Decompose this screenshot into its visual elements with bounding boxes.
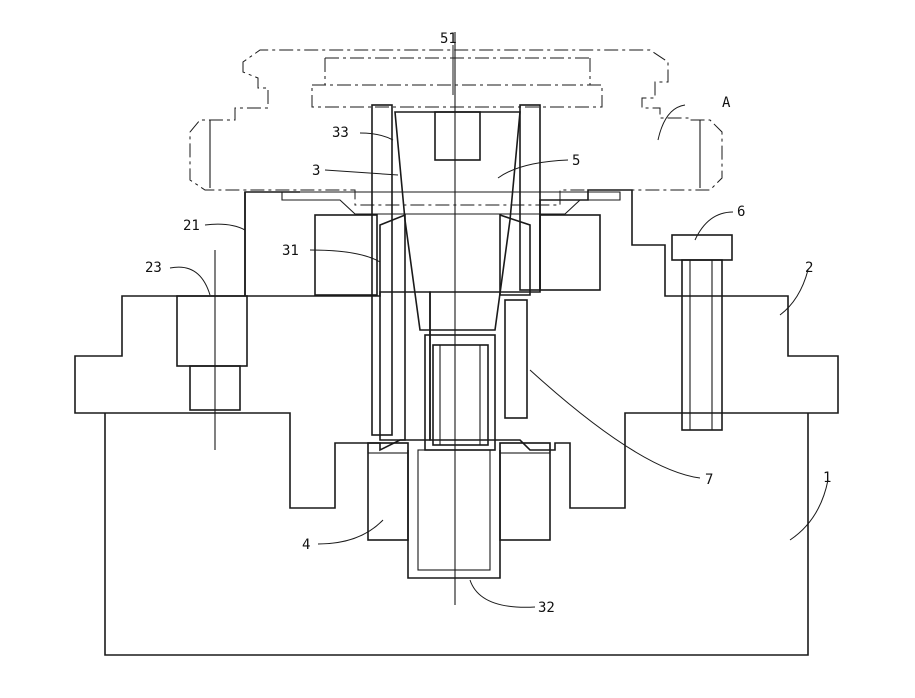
label-1: 1 xyxy=(823,470,831,486)
core-rod xyxy=(394,111,521,331)
fixture-a xyxy=(189,49,723,215)
label-23: 23 xyxy=(145,260,162,276)
screw-6 xyxy=(671,234,733,430)
label-3: 3 xyxy=(312,163,320,179)
label-51: 51 xyxy=(440,31,457,47)
guide-sleeve xyxy=(371,104,541,441)
key-element xyxy=(504,299,528,419)
label-2: 2 xyxy=(805,260,813,276)
reference-labels: 51 A 33 5 3 6 21 31 23 2 7 1 4 32 xyxy=(145,31,831,616)
bottom-shaft xyxy=(367,442,551,579)
label-7: 7 xyxy=(705,472,713,488)
label-4: 4 xyxy=(302,537,310,553)
label-5: 5 xyxy=(572,153,580,169)
flange-body xyxy=(74,189,839,509)
label-33: 33 xyxy=(332,125,349,141)
label-a: A xyxy=(722,95,731,111)
inner-bushing xyxy=(424,334,496,451)
leader-lines xyxy=(169,45,829,608)
label-31: 31 xyxy=(282,243,299,259)
label-6: 6 xyxy=(737,204,745,220)
base-body xyxy=(104,413,809,656)
label-21: 21 xyxy=(183,218,200,234)
label-32: 32 xyxy=(538,600,555,616)
